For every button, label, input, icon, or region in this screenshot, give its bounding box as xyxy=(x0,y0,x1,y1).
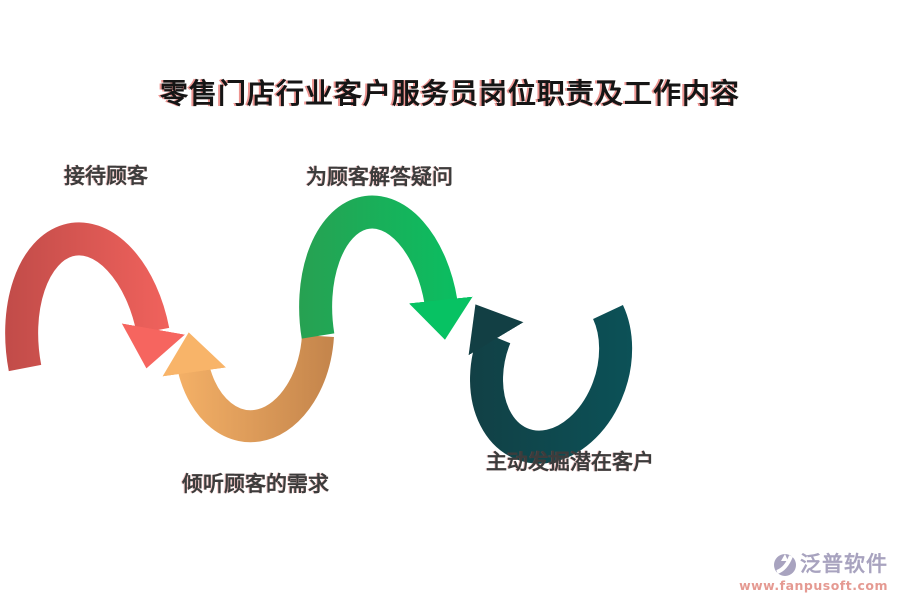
label-answer-questions: 为顾客解答疑问 xyxy=(306,165,453,189)
arrow-step3-answer-questions xyxy=(299,195,473,340)
label-discover-clients: 主动发掘潜在客户 xyxy=(486,450,654,474)
arrow-step4-discover-clients xyxy=(468,304,633,464)
fanpu-logo-icon xyxy=(774,553,796,576)
page-title: 零售门店行业客户服务员岗位职责及工作内容 xyxy=(159,77,740,110)
arrow-step1-receive-customers xyxy=(5,222,185,372)
arrow-step2-listen-needs xyxy=(162,332,334,443)
watermark: 泛普软件 www.fanpusoft.com xyxy=(739,552,888,593)
watermark-brand-row: 泛普软件 xyxy=(739,552,888,578)
watermark-url: www.fanpusoft.com xyxy=(739,577,888,593)
label-receive-customers: 接待顾客 xyxy=(64,164,148,188)
watermark-brand-name: 泛普软件 xyxy=(800,552,888,576)
label-listen-needs: 倾听顾客的需求 xyxy=(182,472,329,496)
